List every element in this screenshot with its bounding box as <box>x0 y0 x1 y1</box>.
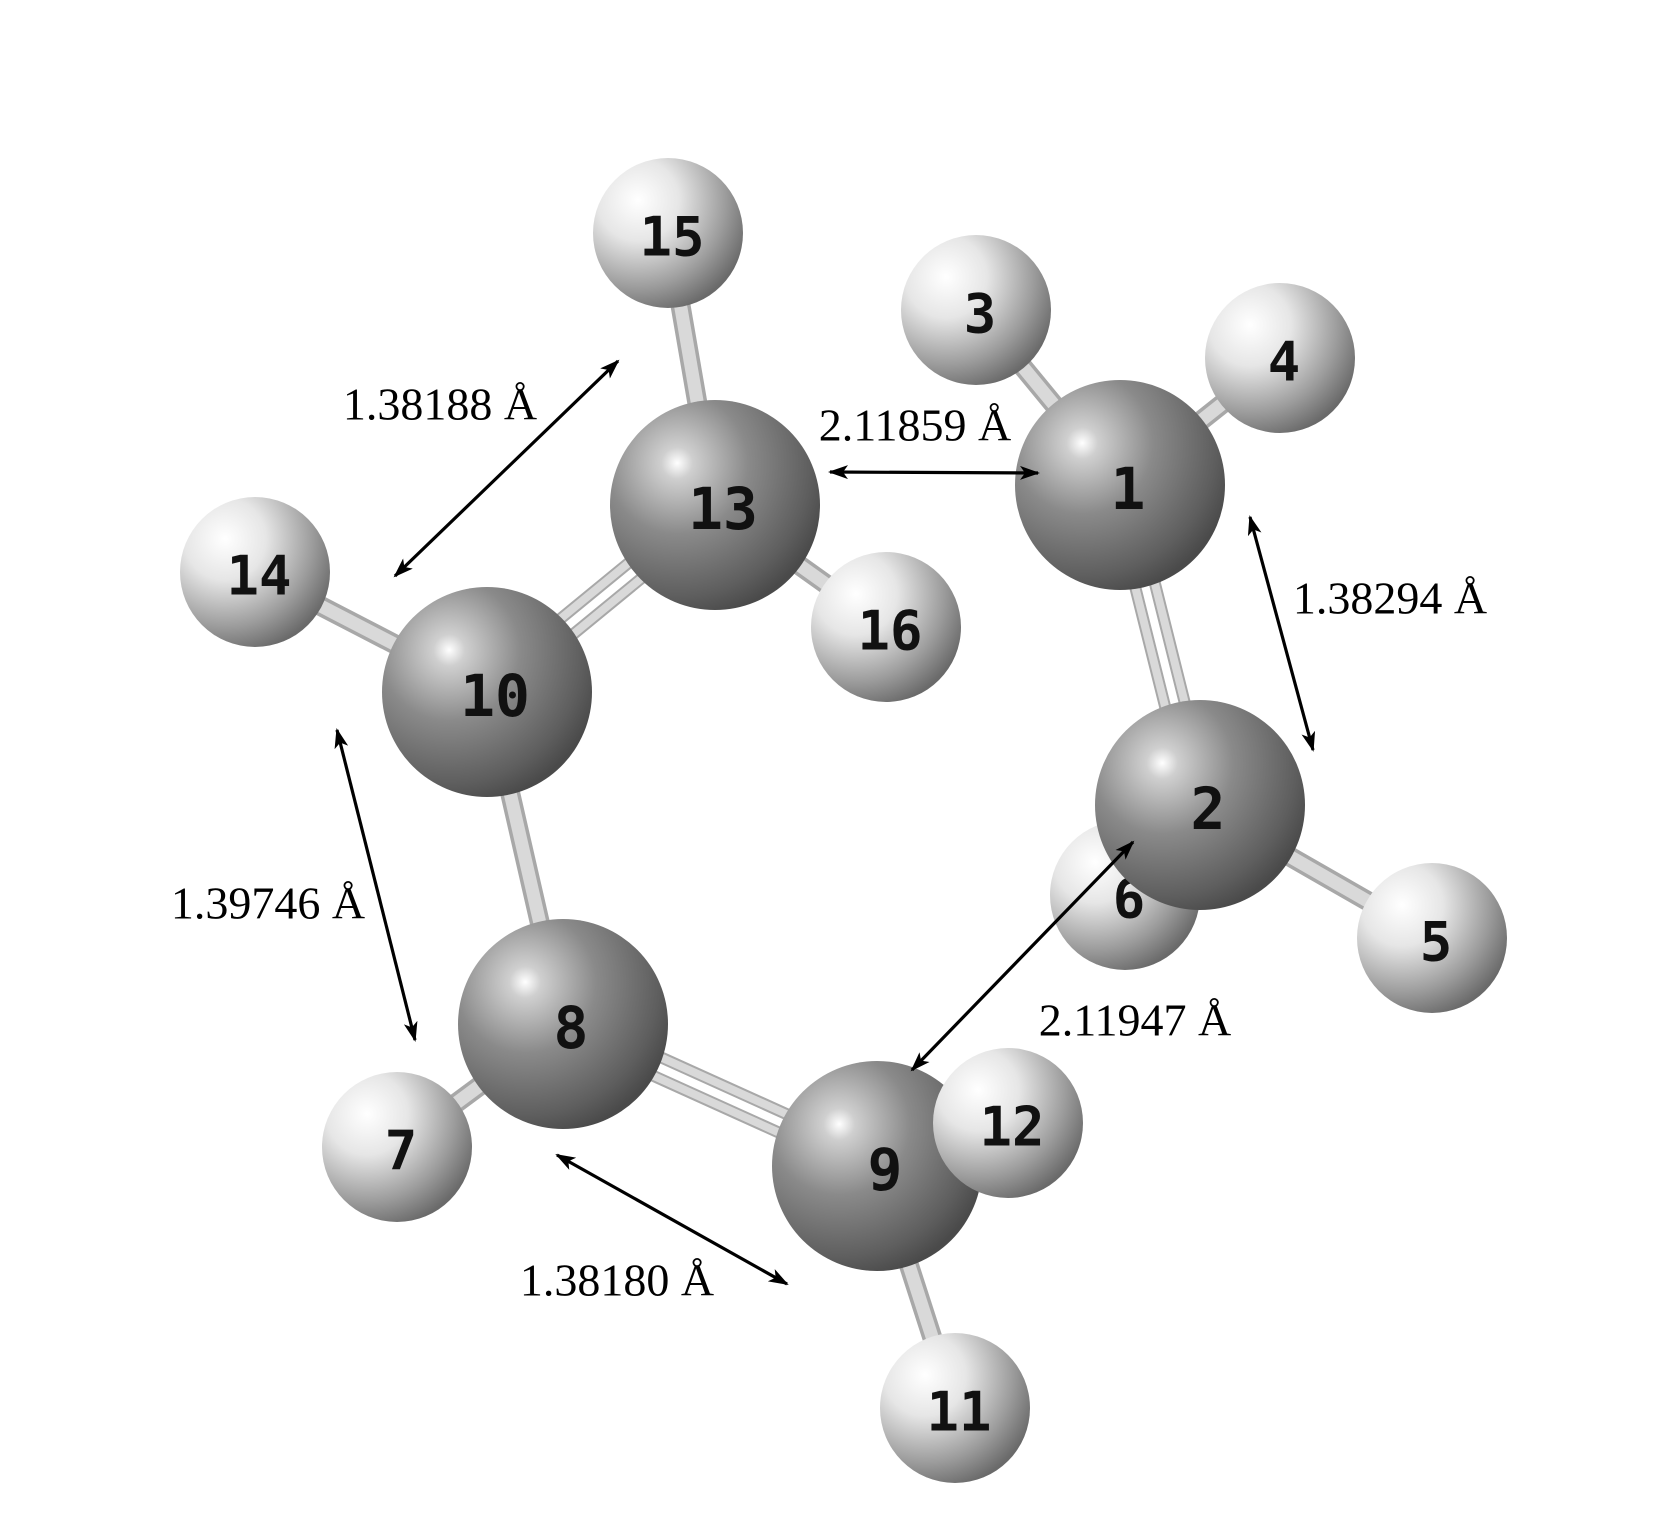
atom-10: 10 <box>382 587 592 797</box>
distance-arrow-line <box>910 840 1135 1072</box>
atom-label-3: 3 <box>964 283 997 346</box>
distance-arrow-line <box>828 465 1040 480</box>
distance-arrow-line <box>555 1153 789 1286</box>
distance-arrow-8-9: 1.38180 Å <box>520 1153 789 1306</box>
atom-12: 12 <box>933 1048 1083 1198</box>
atom-1: 1 <box>1015 380 1225 590</box>
atom-label-4: 4 <box>1268 331 1301 394</box>
distance-label: 1.38180 Å <box>520 1255 714 1306</box>
atom-9: 9 <box>772 1061 982 1271</box>
atom-label-12: 12 <box>979 1096 1044 1159</box>
distance-label: 1.38188 Å <box>343 379 537 430</box>
distance-arrow-1-2: 1.38294 Å <box>1247 515 1487 752</box>
distance-arrow-2-9: 2.11947 Å <box>910 840 1232 1072</box>
distance-arrow-line <box>393 359 620 578</box>
distance-label: 1.39746 Å <box>171 878 365 929</box>
atom-5: 5 <box>1357 863 1507 1013</box>
distance-arrow-line <box>1247 515 1316 752</box>
atom-label-9: 9 <box>868 1136 903 1204</box>
atom-label-7: 7 <box>385 1120 418 1183</box>
distance-arrows-layer: 2.11859 Å 1.38294 Å 1.38188 Å 1.39746 Å 1.38… <box>171 359 1487 1306</box>
distance-arrow-line <box>334 728 418 1042</box>
atom-label-11: 11 <box>926 1381 991 1444</box>
atom-14: 14 <box>180 497 330 647</box>
atom-label-5: 5 <box>1420 911 1453 974</box>
atom-label-13: 13 <box>688 475 758 543</box>
atom-13: 13 <box>610 400 820 610</box>
atom-label-1: 1 <box>1111 455 1146 523</box>
atom-label-16: 16 <box>857 600 922 663</box>
atom-15: 15 <box>593 158 743 308</box>
atom-label-15: 15 <box>639 206 704 269</box>
atom-3: 3 <box>901 235 1051 385</box>
atom-16: 16 <box>811 552 961 702</box>
distance-arrow-10-8: 1.39746 Å <box>171 728 418 1042</box>
atom-8: 8 <box>458 919 668 1129</box>
distance-label: 2.11947 Å <box>1039 995 1232 1046</box>
atom-4: 4 <box>1205 283 1355 433</box>
atom-7: 7 <box>322 1072 472 1222</box>
atom-label-8: 8 <box>554 994 589 1062</box>
atom-label-10: 10 <box>460 662 530 730</box>
atom-label-14: 14 <box>226 545 291 608</box>
distance-label: 1.38294 Å <box>1293 573 1487 624</box>
distance-label: 2.11859 Å <box>819 400 1012 451</box>
atom-11: 11 <box>880 1333 1030 1483</box>
atom-2: 2 <box>1095 700 1305 910</box>
distance-arrow-10-13: 1.38188 Å <box>343 359 620 578</box>
atom-label-2: 2 <box>1191 775 1226 843</box>
distance-arrow-13-1: 2.11859 Å <box>819 400 1040 480</box>
